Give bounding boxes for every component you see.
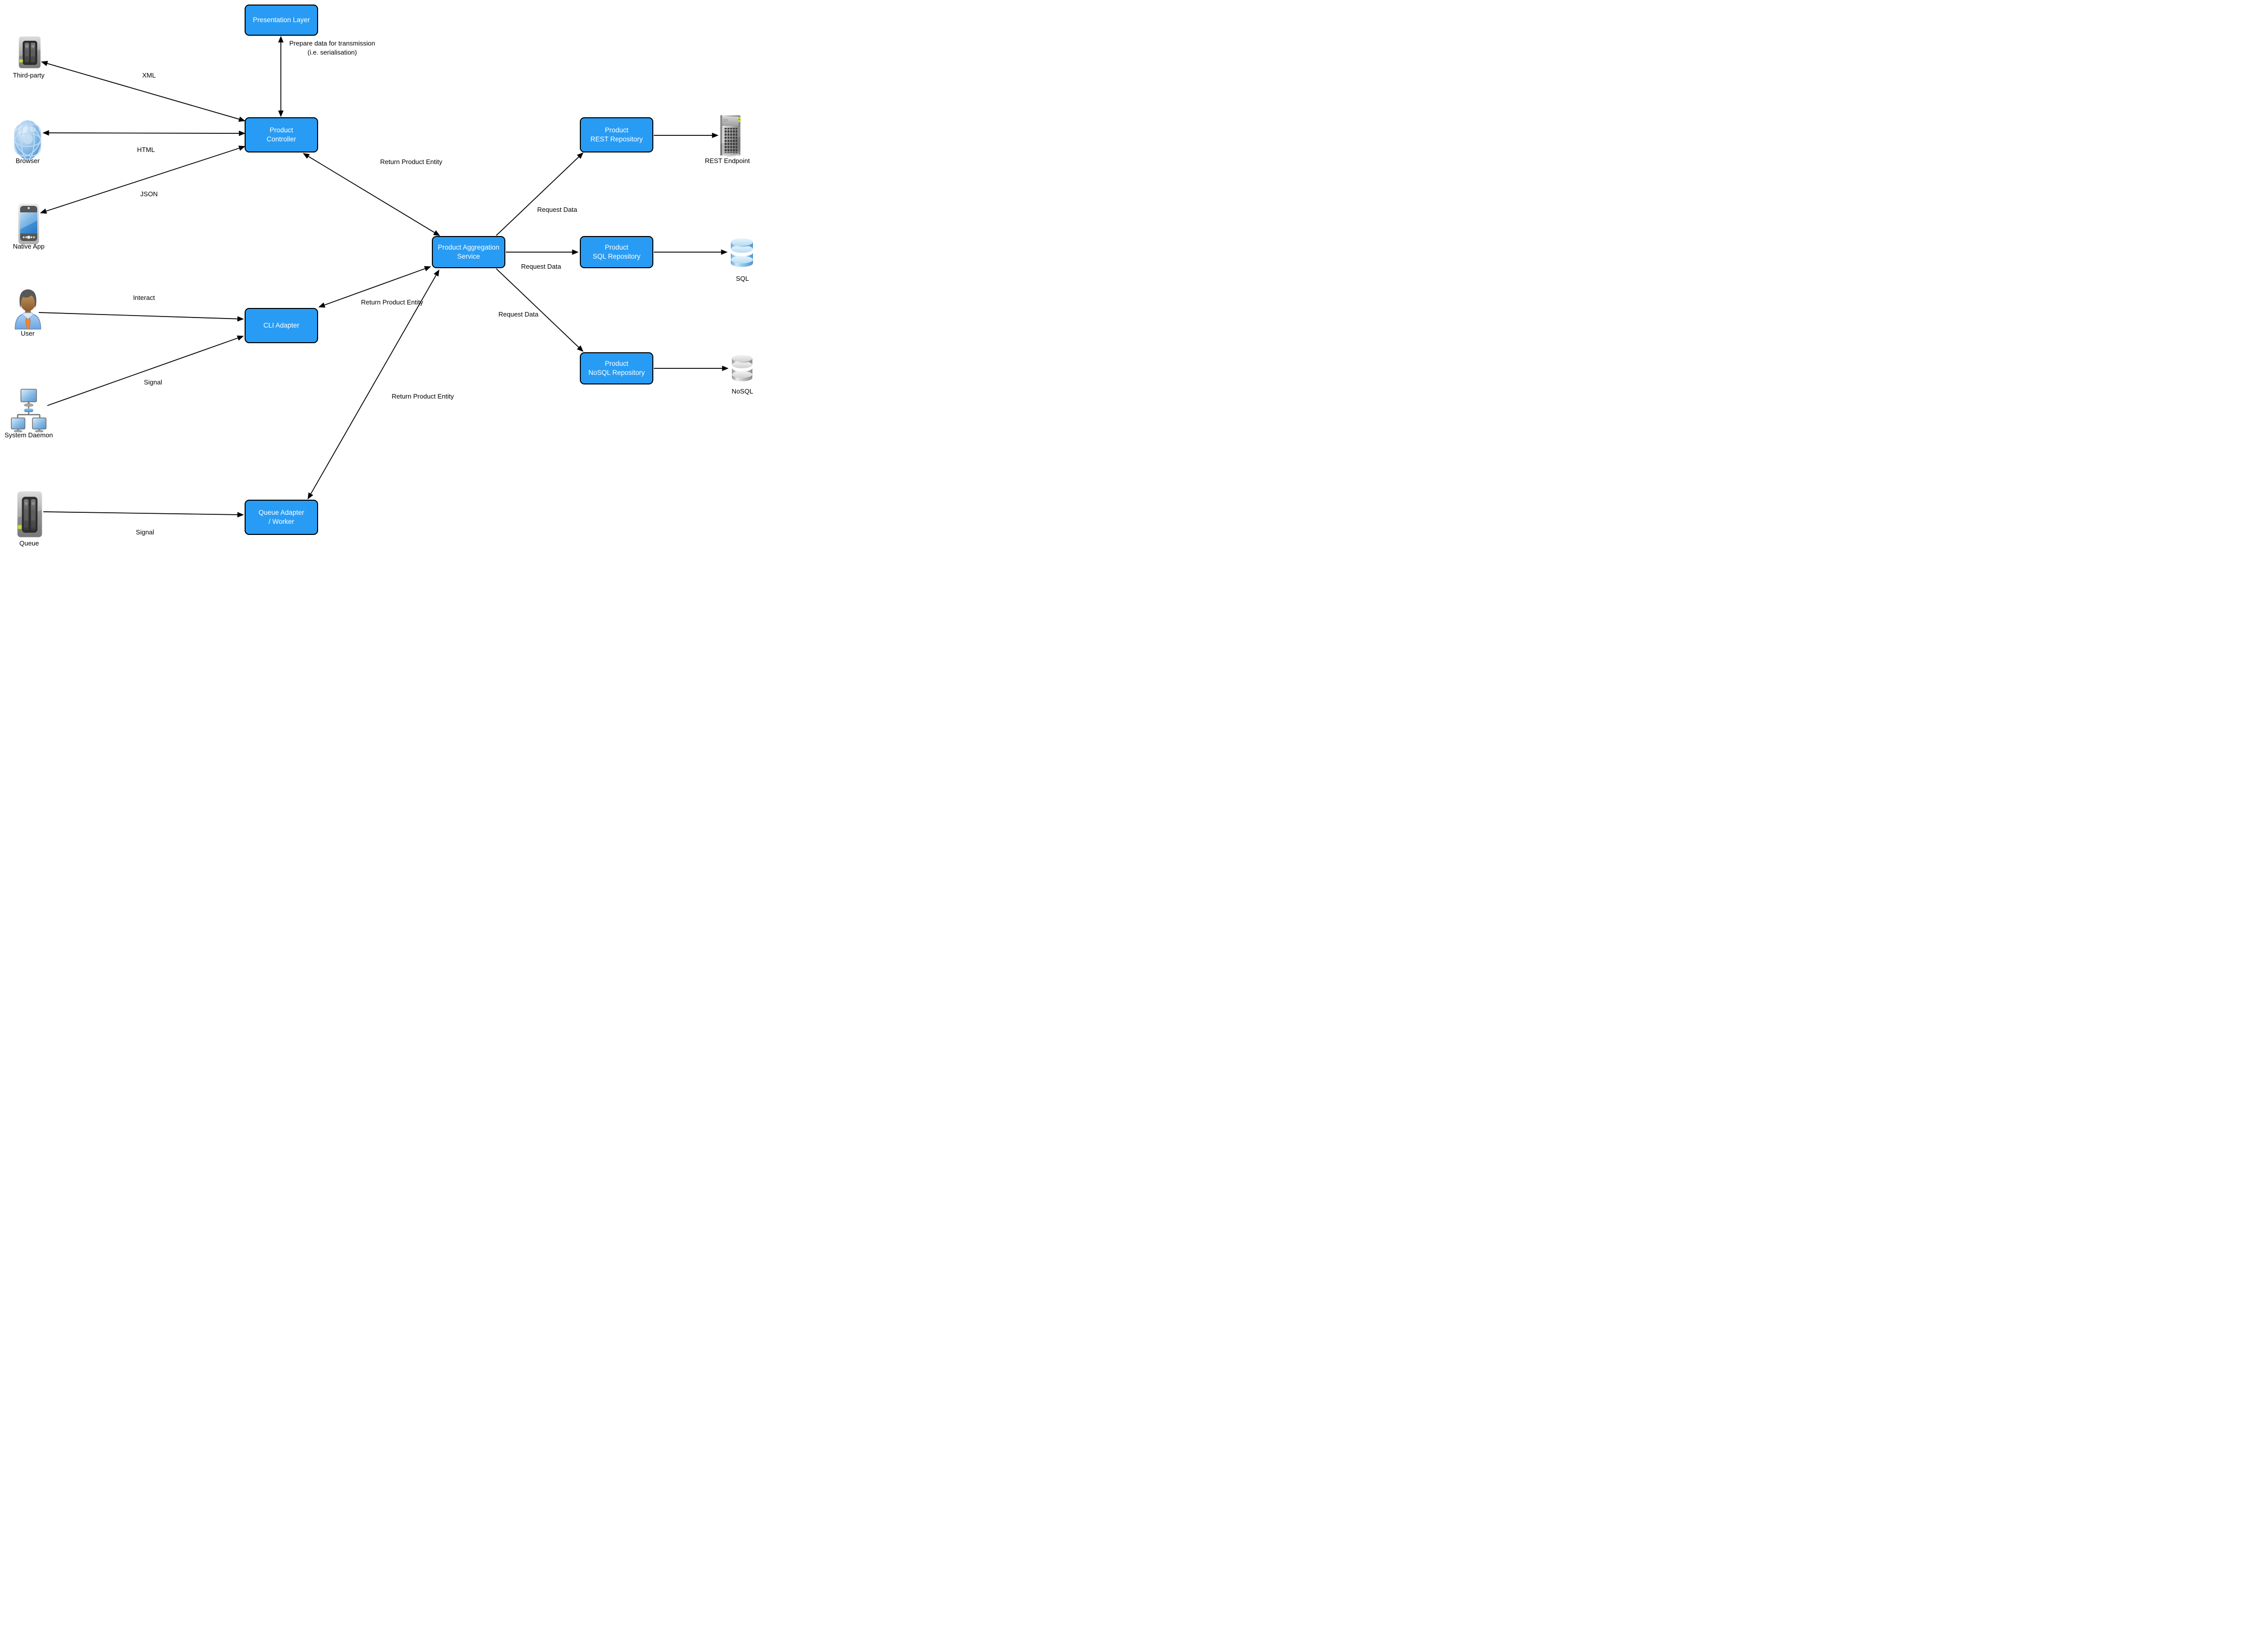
node-product-aggregation-service: Product Aggregation Service bbox=[432, 236, 505, 268]
edge-label-return-product-entity-mid: Return Product Entity bbox=[361, 298, 423, 306]
node-product-controller: Product Controller bbox=[245, 117, 318, 152]
connector-daemon-cli bbox=[47, 335, 244, 406]
edge-label-interact: Interact bbox=[133, 294, 155, 302]
globe-icon bbox=[14, 120, 42, 160]
connector-user-cli bbox=[38, 312, 244, 322]
edge-label-json: JSON bbox=[140, 190, 158, 198]
node-product-rest-repository: Product REST Repository bbox=[580, 117, 653, 152]
actor-queue bbox=[17, 491, 42, 540]
actor-label-rest-endpoint: REST Endpoint bbox=[705, 157, 750, 165]
network-computers-icon bbox=[11, 388, 47, 433]
node-label: Product Aggregation Service bbox=[437, 244, 500, 260]
edge-label-signal-queue: Signal bbox=[135, 528, 155, 536]
server-icon bbox=[17, 491, 42, 537]
node-queue-adapter-worker: Queue Adapter / Worker bbox=[245, 500, 318, 535]
edge-label-request-data-sql: Request Data bbox=[521, 263, 561, 271]
actor-label-sql: SQL bbox=[735, 275, 749, 282]
node-label: Product REST Repository bbox=[590, 126, 643, 143]
node-label: Product Controller bbox=[266, 126, 296, 143]
tower-server-icon bbox=[720, 115, 741, 156]
actor-label-nosql: NoSQL bbox=[731, 387, 753, 395]
node-label: Presentation Layer bbox=[253, 16, 310, 24]
actor-rest-endpoint bbox=[719, 115, 743, 160]
actor-third-party bbox=[19, 36, 41, 71]
edge-label-request-data-rest: Request Data bbox=[537, 206, 577, 214]
node-product-nosql-repository: Product NoSQL Repository bbox=[580, 352, 653, 384]
actor-label-user: User bbox=[21, 330, 35, 337]
node-label: Product NoSQL Repository bbox=[588, 360, 645, 376]
architecture-diagram: Presentation Layer Product Controller Pr… bbox=[0, 0, 756, 548]
actor-label-third-party: Third-party bbox=[13, 71, 45, 79]
connector-queue-adapter-signal bbox=[43, 511, 244, 518]
edge-label-html: HTML bbox=[137, 146, 155, 154]
connector-layer bbox=[38, 36, 729, 518]
connector-json bbox=[40, 145, 246, 214]
node-cli-adapter: CLI Adapter bbox=[245, 308, 318, 343]
actor-label-browser: Browser bbox=[16, 157, 40, 165]
actor-native-app bbox=[18, 203, 39, 247]
person-icon bbox=[15, 289, 41, 330]
node-presentation-layer: Presentation Layer bbox=[245, 5, 318, 36]
node-label: CLI Adapter bbox=[263, 322, 299, 330]
edge-label-return-product-entity-bottom: Return Product Entity bbox=[392, 393, 454, 401]
node-label: Product SQL Repository bbox=[592, 244, 641, 260]
actor-nosql bbox=[730, 353, 754, 390]
edge-label-xml: XML bbox=[142, 71, 156, 80]
database-cylinder-blue-icon bbox=[731, 238, 753, 267]
server-icon bbox=[19, 36, 41, 68]
actor-sql bbox=[729, 237, 755, 276]
connector-aggregation-rest-repo bbox=[496, 152, 584, 236]
edge-label-signal-daemon: Signal bbox=[143, 378, 163, 386]
database-cylinder-gray-icon bbox=[732, 355, 752, 381]
actor-system-daemon bbox=[11, 388, 47, 435]
edge-label-request-data-nosql: Request Data bbox=[498, 310, 539, 319]
actor-label-native-app: Native App bbox=[13, 243, 45, 250]
actor-user bbox=[14, 286, 42, 332]
edge-label-return-product-entity-top: Return Product Entity bbox=[380, 158, 442, 166]
node-label: Queue Adapter / Worker bbox=[258, 509, 305, 525]
actor-label-system-daemon: System Daemon bbox=[4, 431, 53, 439]
actor-label-queue: Queue bbox=[19, 539, 39, 547]
edge-label-prepare-data: Prepare data for transmission (i.e. seri… bbox=[289, 39, 375, 56]
smartphone-icon bbox=[18, 203, 39, 245]
node-product-sql-repository: Product SQL Repository bbox=[580, 236, 653, 268]
actor-browser bbox=[14, 120, 42, 163]
